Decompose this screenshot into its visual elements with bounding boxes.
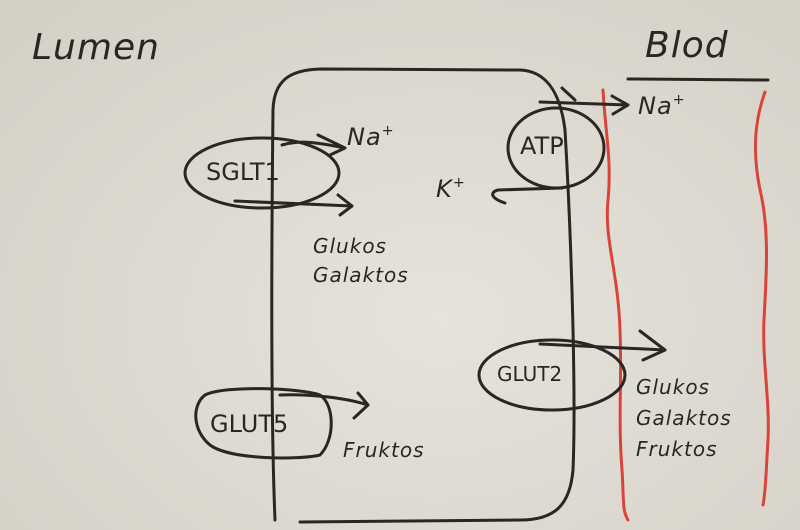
sugar-galactose-cell: Galaktos xyxy=(313,263,409,287)
sodium-in-label: Na+ xyxy=(347,124,395,149)
glut5-label: GLUT5 xyxy=(210,410,289,438)
blood-sugars: Glukos Galaktos Fruktos xyxy=(636,372,732,465)
sugar-glucose-cell: Glukos xyxy=(313,234,387,258)
blood-label: Blod xyxy=(645,25,729,66)
glut2-label: GLUT2 xyxy=(497,362,563,386)
blood-underline xyxy=(626,77,770,82)
atp-label: ATP xyxy=(520,132,564,160)
sglt1-transporter xyxy=(183,136,341,210)
sugar-fructose-blood: Fruktos xyxy=(636,437,718,461)
capillary-wall-right xyxy=(753,90,770,507)
cell-outline xyxy=(270,67,576,524)
potassium-symbol: K xyxy=(436,175,453,204)
potassium-label: K+ xyxy=(436,176,466,201)
sodium-in-charge: + xyxy=(381,123,395,139)
sglt1-label: SGLT1 xyxy=(206,158,280,186)
arrow-glut2-blood xyxy=(538,329,667,362)
glut5-transporter xyxy=(194,387,333,460)
capillary-wall-left xyxy=(601,88,630,522)
arrow-glut5-fructose xyxy=(278,391,370,420)
arrow-atp-k xyxy=(491,186,564,205)
sglt1-sugars: Glukos Galaktos xyxy=(313,232,409,290)
sodium-out-label: Na+ xyxy=(638,93,686,118)
potassium-charge: + xyxy=(452,175,466,191)
sugar-galactose-blood: Galaktos xyxy=(636,406,732,430)
glut2-transporter xyxy=(477,338,627,412)
sodium-in-symbol: Na xyxy=(347,123,382,152)
sodium-out-symbol: Na xyxy=(638,92,673,121)
arrow-sglt1-na xyxy=(280,133,347,157)
arrow-atp-na xyxy=(538,86,630,116)
sodium-out-charge: + xyxy=(672,92,686,108)
sugar-glucose-blood: Glukos xyxy=(636,375,710,399)
lumen-label: Lumen xyxy=(32,27,160,68)
sugar-fructose-cell: Fruktos xyxy=(343,438,425,462)
arrow-sglt1-glucose xyxy=(233,193,354,217)
